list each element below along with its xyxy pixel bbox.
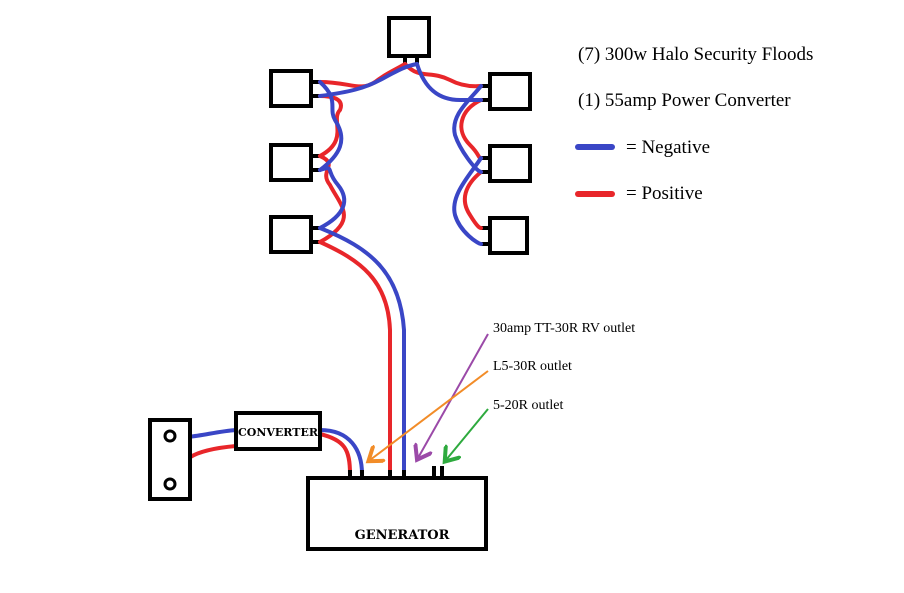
generator-box: GENERATOR [306,476,488,551]
generator-label: GENERATOR [355,528,450,543]
legend-positive-label: = Positive [626,183,703,204]
generator-terminals [348,466,444,478]
legend-negative-label: = Negative [626,137,710,158]
positive-wires [168,62,483,486]
negative-wires [168,62,483,476]
flood-light-right-2 [488,144,532,183]
outlet-socket-bottom [163,477,177,491]
flood-light-left-1 [269,69,313,108]
tt30r-outlet-label: 30amp TT-30R RV outlet [493,321,635,336]
flood-lights [269,16,532,255]
flood-light-top [387,16,431,58]
r520-arrow [446,408,489,460]
r520-outlet-label: 5-20R outlet [493,398,563,413]
flood-light-left-3 [269,215,313,254]
legend: (7) 300w Halo Security Floods (1) 55amp … [575,44,813,204]
l530r-arrow [370,370,489,460]
legend-converter-line: (1) 55amp Power Converter [578,90,791,111]
flood-light-right-3 [488,216,529,255]
l530r-outlet-label: L5-30R outlet [493,359,572,374]
flood-light-right-1 [488,72,532,111]
converter-box: CONVERTER [234,411,322,451]
outlet-socket-top [163,429,177,443]
tt30r-arrow [418,333,489,458]
legend-floods-line: (7) 300w Halo Security Floods [578,44,813,65]
flood-light-left-2 [269,143,313,182]
converter-label: CONVERTER [238,426,319,439]
wall-outlet [148,418,192,501]
